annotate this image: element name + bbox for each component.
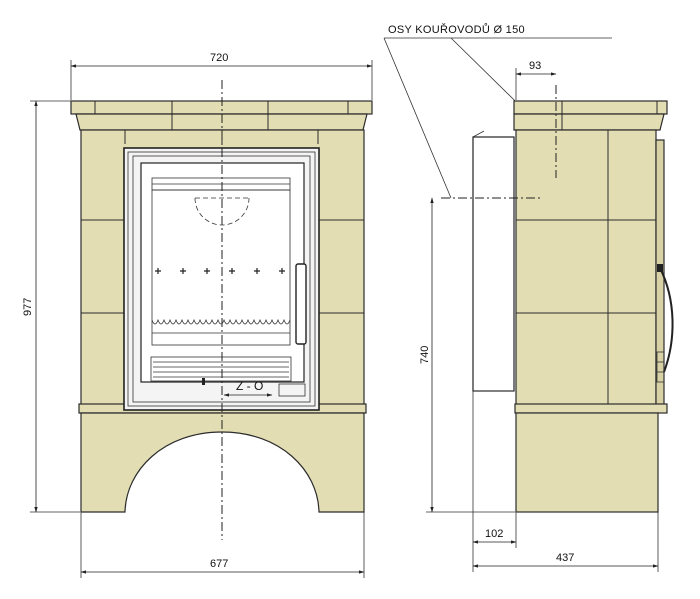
side-plinth-strip xyxy=(514,403,668,414)
dim-flue-offset: 93 xyxy=(529,60,541,72)
dim-height: 977 xyxy=(22,298,34,316)
side-tile-body xyxy=(515,129,657,407)
air-inlet-crosses xyxy=(155,268,285,274)
dim-flue-height: 740 xyxy=(419,346,431,364)
control-plate xyxy=(278,383,306,397)
rear-flue-box xyxy=(472,136,515,392)
dim-depth: 437 xyxy=(556,552,574,564)
fire-grate xyxy=(151,318,291,325)
dim-top-width: 720 xyxy=(210,52,228,64)
side-top-cornice xyxy=(513,113,665,131)
side-view: 93 740 102 437 xyxy=(419,60,674,572)
front-view: Z - O 720 677 977 xyxy=(22,52,373,578)
control-label: Z - O xyxy=(236,379,263,393)
dim-base-width: 677 xyxy=(210,558,228,570)
ash-vent-grille xyxy=(150,356,292,382)
side-handle-profile xyxy=(659,267,674,373)
side-base xyxy=(515,412,659,513)
flue-axis-callout: OSY KOUŘOVODŮ Ø 150 xyxy=(383,23,612,199)
control-knob xyxy=(202,378,205,385)
flue-axes-label: OSY KOUŘOVODŮ Ø 150 xyxy=(388,23,525,36)
door-handle xyxy=(295,263,307,345)
side-top-plate xyxy=(513,100,668,115)
dim-rear-offset: 102 xyxy=(485,528,503,540)
